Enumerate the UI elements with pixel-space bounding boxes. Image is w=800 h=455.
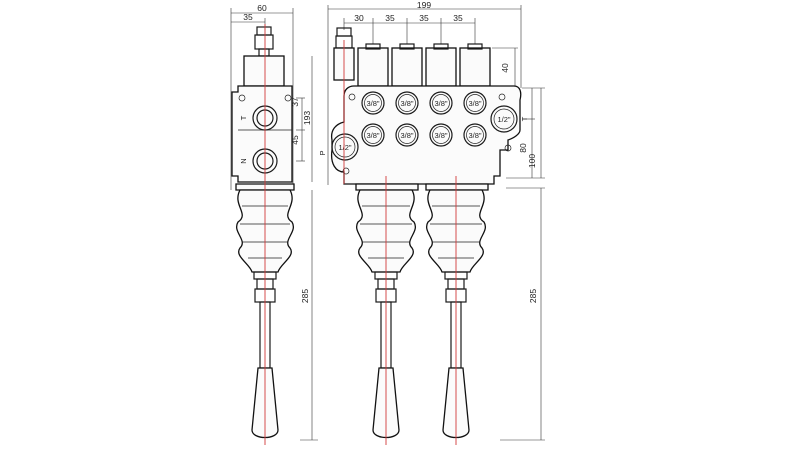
dim-right-80: 80 (518, 143, 528, 153)
port-a2: 3/8" (400, 99, 413, 108)
dim-side-offset: 35 (243, 12, 253, 22)
port-b4: 3/8" (468, 131, 481, 140)
dim-cap-height: 40 (500, 63, 510, 73)
dim-side-37: 37 (290, 97, 300, 107)
port-b3: 3/8" (434, 131, 447, 140)
port-a4: 3/8" (468, 99, 481, 108)
outlet-port: 1/2" (497, 115, 510, 124)
port-a1: 3/8" (366, 99, 379, 108)
lever-2 (425, 176, 489, 445)
dim-spacing-3: 35 (419, 13, 429, 23)
dim-spacing-4: 35 (453, 13, 463, 23)
port-b2: 3/8" (400, 131, 413, 140)
front-view: 199 30 35 35 35 40 (318, 0, 545, 445)
dim-first-spacing: 30 (354, 13, 364, 23)
dim-right-100: 100 (527, 154, 537, 168)
dim-side-193: 193 (302, 111, 312, 125)
front-p-label: P (318, 150, 327, 155)
port-a3: 3/8" (434, 99, 447, 108)
inlet-port: 1/2" (338, 143, 351, 152)
dim-side-width: 60 (257, 3, 267, 13)
dim-total-width: 199 (417, 0, 431, 10)
lower-port-row: 3/8" 3/8" 3/8" 3/8" (361, 123, 487, 147)
dim-spacing-2: 35 (385, 13, 395, 23)
lever-1 (355, 176, 419, 445)
side-n-label: N (239, 158, 248, 163)
side-view: 60 35 T N 37 193 45 (230, 3, 318, 445)
upper-port-row: 3/8" 3/8" 3/8" 3/8" (361, 91, 487, 115)
port-b1: 3/8" (366, 131, 379, 140)
dim-lever-right: 285 (528, 289, 538, 303)
side-t-label: T (239, 115, 248, 120)
dim-lever-left: 285 (300, 289, 310, 303)
dim-side-45: 45 (290, 135, 300, 145)
